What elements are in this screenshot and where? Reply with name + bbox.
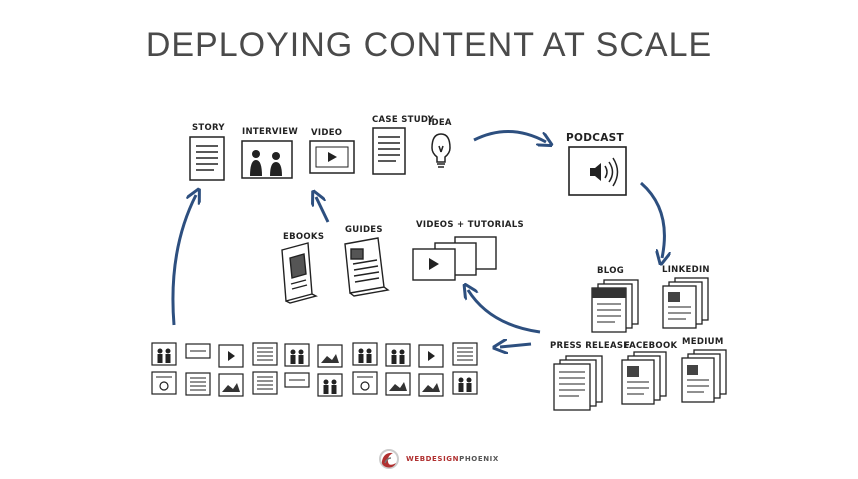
press-release-page-stack-icon [553, 355, 603, 411]
label-videos-tutorials: VIDEOS + TUTORIALS [416, 220, 524, 230]
thumbnail-doc [252, 342, 278, 366]
label-video: VIDEO [311, 128, 343, 138]
label-facebook: FACEBOOK [624, 341, 678, 351]
content-thumbnail-grid [151, 342, 478, 397]
arrow-guides-to-video [316, 197, 330, 223]
label-guides: GUIDES [345, 225, 383, 235]
label-blog: BLOG [597, 266, 624, 276]
thumbnail-doc [452, 342, 478, 366]
thumbnail-image [418, 373, 444, 397]
blog-page-stack-icon [591, 279, 639, 333]
thumbnail-doc [185, 372, 211, 396]
thumbnail-bar [185, 343, 211, 359]
thumbnail-play [218, 344, 244, 368]
thumbnail-circle [352, 371, 378, 395]
idea-lightbulb-icon [431, 133, 451, 168]
label-press-release: PRESS RELEASE [550, 341, 630, 351]
thumbnail-bar [284, 372, 310, 388]
videos-tutorials-stack-icon [412, 236, 497, 281]
linkedin-page-stack-icon [662, 277, 709, 329]
webdesign-phoenix-logo: WEBDESIGNPHOENIX [378, 448, 499, 470]
interview-image-icon [241, 140, 293, 179]
video-play-icon [309, 140, 355, 174]
arrow-grid-to-story [171, 195, 196, 326]
thumbnail-people [385, 343, 411, 367]
story-document-icon [189, 136, 225, 181]
label-case-study: CASE STUDY [372, 115, 435, 125]
label-linkedin: LINKEDIN [662, 265, 710, 275]
thumbnail-people [284, 343, 310, 367]
label-podcast: PODCAST [566, 132, 624, 144]
thumbnail-people [151, 342, 177, 366]
page-title: DEPLOYING CONTENT AT SCALE [145, 26, 713, 64]
guides-booklet-icon [344, 237, 390, 297]
label-interview: INTERVIEW [242, 127, 299, 137]
logo-text-phoenix: PHOENIX [459, 455, 499, 463]
case-study-document-icon [372, 127, 406, 175]
arrow-channels-to-videos [468, 290, 541, 334]
label-ebooks: EBOOKS [283, 232, 325, 242]
label-story: STORY [192, 123, 225, 133]
thumbnail-image [385, 372, 411, 396]
arrow-sources-to-podcast [473, 130, 546, 142]
thumbnail-people [452, 371, 478, 395]
thumbnail-people [317, 373, 343, 397]
arrow-podcast-to-channels [640, 181, 664, 258]
ebooks-book-icon [281, 242, 318, 304]
thumbnail-image [317, 344, 343, 368]
podcast-audio-icon [568, 146, 627, 196]
thumbnail-image [218, 373, 244, 397]
medium-page-stack-icon [681, 349, 727, 403]
label-idea: IDEA [428, 118, 452, 128]
thumbnail-circle [151, 371, 177, 395]
phoenix-swirl-icon [379, 449, 399, 469]
facebook-page-stack-icon [621, 351, 667, 405]
label-medium: MEDIUM [682, 337, 724, 347]
thumbnail-doc [252, 371, 278, 395]
logo-text-webdesign: WEBDESIGN [406, 455, 460, 463]
thumbnail-people [352, 342, 378, 366]
thumbnail-play [418, 344, 444, 368]
arrow-channels-to-grid [500, 344, 532, 347]
